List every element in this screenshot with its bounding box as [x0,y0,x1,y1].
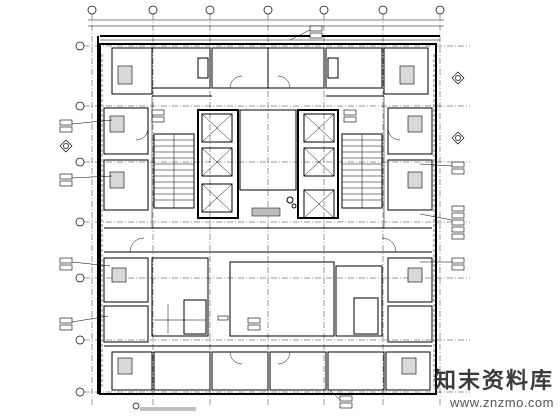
boundary-lines [101,54,435,388]
bottom-units [104,345,432,391]
drawing-title [132,402,196,411]
grid-axes-left [75,41,470,397]
stairs [153,133,383,209]
top-units [111,47,429,97]
callouts-left [59,119,113,331]
elevator-core [197,109,339,219]
watermark: 知末资料库 www.znzmo.com [434,363,554,410]
section-markers [59,71,465,153]
lower-rooms [103,257,433,343]
grid-axes-top [87,5,445,405]
side-rooms [103,107,433,211]
corridor [104,227,432,253]
watermark-url: www.znzmo.com [449,395,554,410]
outer-walls [97,35,440,395]
callouts-right [151,25,465,271]
callouts-bottom [217,315,353,409]
watermark-brand: 知末资料库 [433,369,554,394]
